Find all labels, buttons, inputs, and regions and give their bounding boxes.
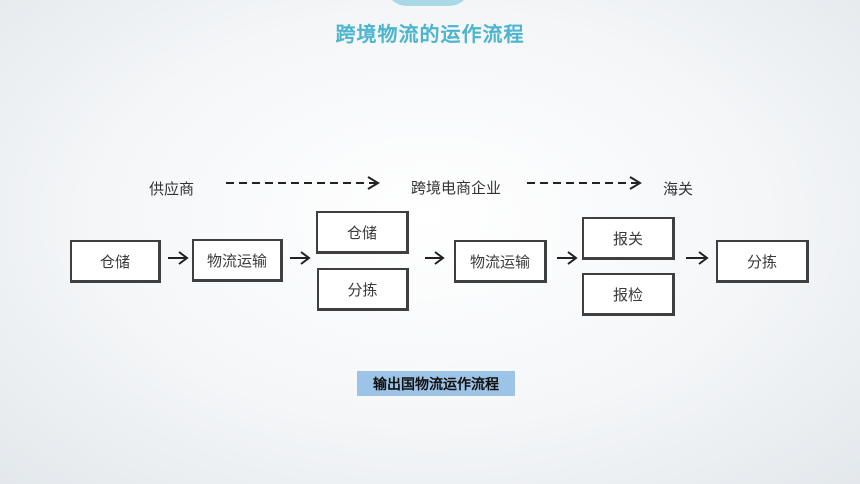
box-sorting-2-label: 分拣 (746, 252, 777, 271)
box-transport-2: 物流运输 (454, 240, 547, 283)
page-title: 跨境物流的运作流程 (335, 22, 525, 46)
box-sorting-2: 分拣 (716, 240, 809, 283)
box-storage-1-label: 仓储 (99, 252, 130, 271)
top-decoration-tab (385, 0, 471, 6)
stage-label-supplier: 供应商 (149, 180, 195, 198)
arrowhead-2 (300, 251, 311, 265)
arrowhead-4 (567, 251, 578, 265)
box-sorting-1-label: 分拣 (347, 280, 378, 299)
dashed-arrowhead-2 (629, 176, 642, 190)
box-inspection: 报检 (582, 273, 675, 316)
dashed-arrowhead-1 (367, 176, 380, 190)
box-inspection-label: 报检 (612, 285, 643, 304)
box-transport-1: 物流运输 (192, 239, 283, 282)
arrowhead-1 (178, 251, 189, 265)
box-transport-1-label: 物流运输 (206, 251, 267, 270)
box-storage-1: 仓储 (70, 240, 161, 283)
box-declaration-label: 报关 (612, 229, 643, 248)
diagram-caption: 输出国物流运作流程 (357, 371, 515, 396)
box-declaration: 报关 (582, 217, 675, 260)
box-sorting-1: 分拣 (317, 268, 409, 311)
stage-label-ecommerce: 跨境电商企业 (411, 179, 502, 197)
box-storage-2-label: 仓储 (346, 223, 377, 242)
box-storage-2: 仓储 (316, 211, 409, 254)
stage-label-customs: 海关 (663, 180, 694, 198)
arrowhead-5 (698, 251, 709, 265)
box-transport-2-label: 物流运输 (469, 252, 530, 271)
arrowhead-3 (434, 251, 445, 265)
